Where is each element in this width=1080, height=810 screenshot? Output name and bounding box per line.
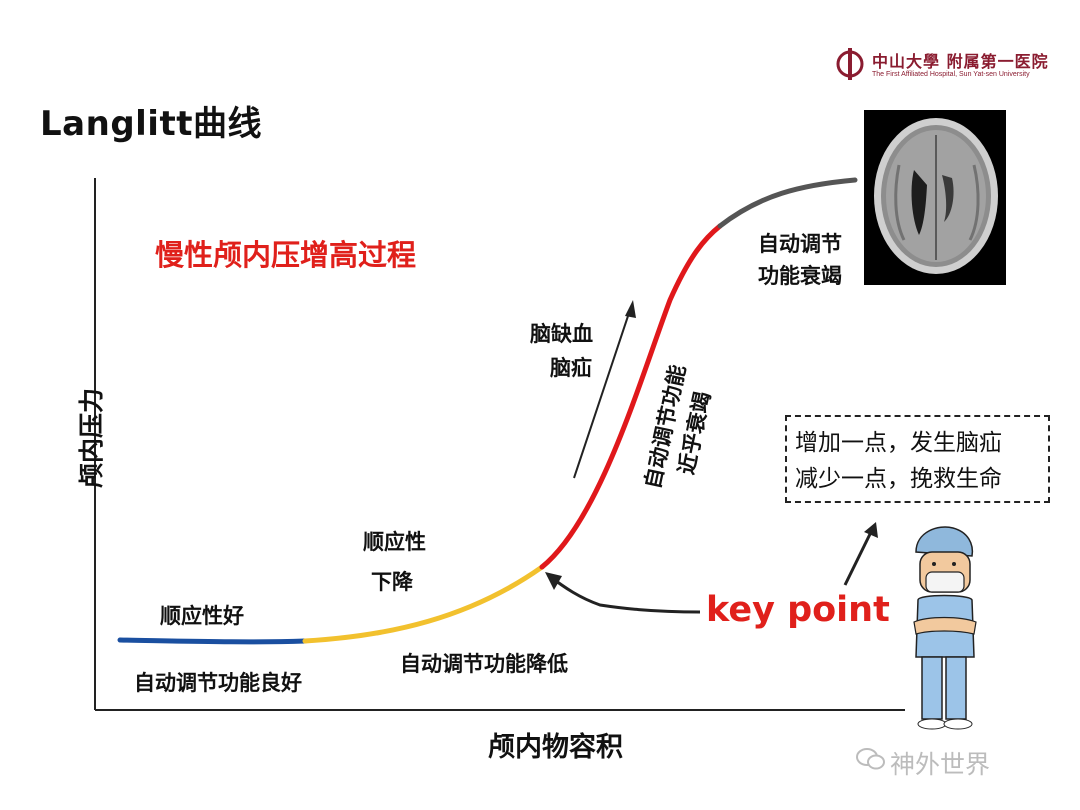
y-axis-label: 颅内压力: [77, 388, 106, 489]
label-good-regulation: 自动调节功能良好: [134, 671, 302, 695]
label-decline-1: 顺应性: [363, 530, 426, 554]
rising-arrow: [573, 309, 631, 479]
label-herniation: 脑疝: [550, 356, 592, 380]
label-decline-2: 下降: [371, 570, 413, 594]
watermark-text: 神外世界: [890, 750, 991, 779]
curve-good-segment: [117, 637, 308, 645]
key-point-label: key point: [706, 590, 890, 630]
wechat-icon: [856, 748, 885, 770]
hospital-logo-icon: [836, 48, 864, 80]
note-line-1: 增加一点，发生脑疝: [795, 430, 1002, 456]
hospital-name-en: The First Affiliated Hospital, Sun Yat-s…: [872, 71, 1030, 78]
page-title: Langlitt曲线: [40, 104, 262, 144]
curve-failure-segment: [717, 177, 858, 229]
note-box: 增加一点，发生脑疝 减少一点，挽救生命: [785, 415, 1050, 503]
curve-decline-segment: [302, 564, 545, 644]
note-line-2: 减少一点，挽救生命: [795, 466, 1002, 492]
x-axis-label: 颅内物容积: [488, 732, 623, 763]
label-failure-1: 自动调节: [758, 232, 842, 256]
hospital-name-cn: 中山大學 附属第一医院: [872, 52, 1049, 71]
doctor-arrow: [843, 529, 874, 586]
key-point-arrow: [547, 573, 701, 614]
diagram-subtitle: 慢性颅内压增高过程: [155, 238, 417, 272]
label-failure-2: 功能衰竭: [758, 264, 842, 288]
label-good-compliance: 顺应性好: [160, 604, 244, 628]
label-ischemia: 脑缺血: [530, 322, 593, 346]
doctor-cartoon-icon: [913, 526, 977, 730]
label-regulation-decreased: 自动调节功能降低: [400, 652, 568, 676]
ct-scan-image: [864, 110, 1006, 285]
curve-critical-segment: [539, 223, 723, 570]
